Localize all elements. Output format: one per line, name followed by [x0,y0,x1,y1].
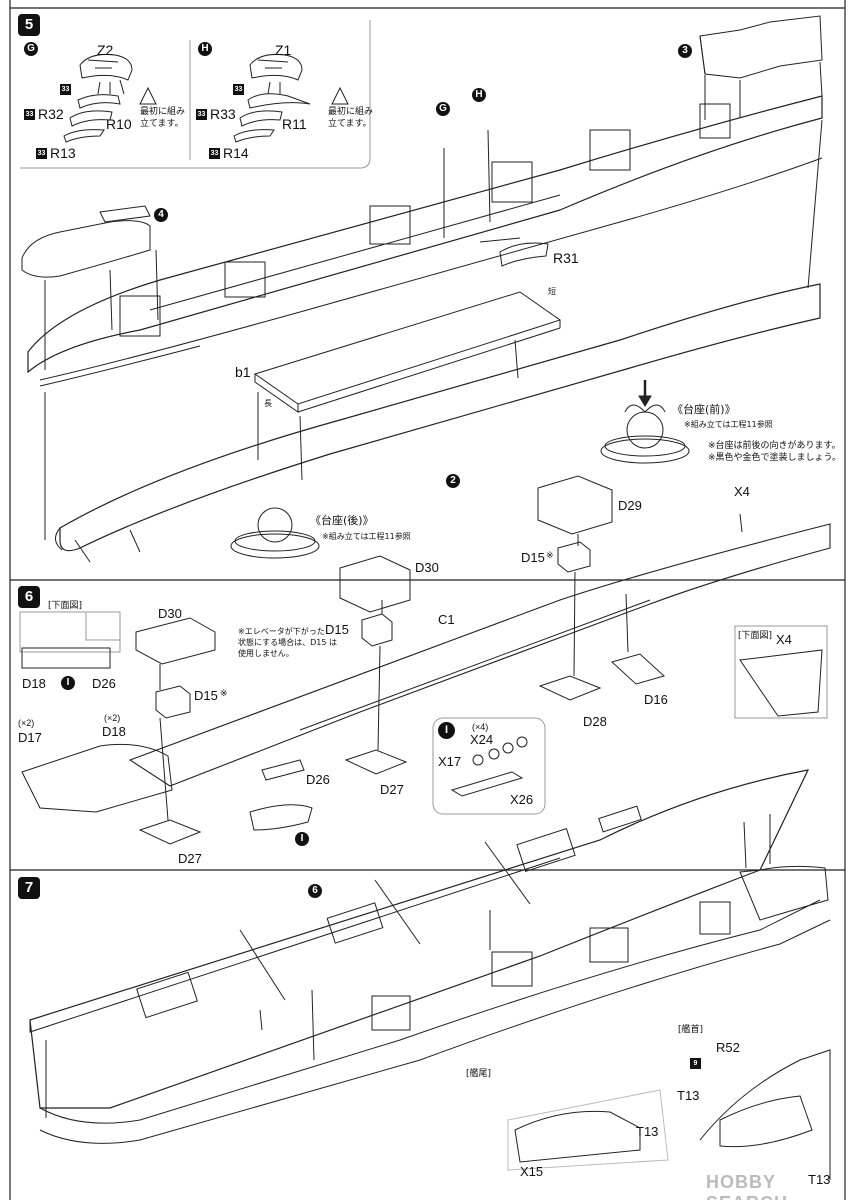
runner-33-badge: 33 [36,148,47,159]
part-b1: b1 [235,364,251,380]
watermark-logo: HOBBY SEARCH [706,1172,787,1200]
part-c1: C1 [438,612,455,627]
subassembly-i-tag: I [438,722,455,739]
step-number-7: 7 [18,877,40,899]
part-x4: X4 [776,632,792,647]
count-x4: (×4) [472,722,489,732]
stand-note-direction: ※台座は前後の向きがあります。 [708,441,841,451]
subassembly-i-tag: I [61,676,75,690]
short-side-mark: 短 [548,287,556,296]
stand-rear-note: ※組み立ては工程11参照 [322,532,411,541]
subassembly-h-tag: H [198,42,212,56]
stern-label: [艦尾] [466,1069,492,1079]
asterisk-mark: ※ [546,550,554,560]
part-r11: R11 [282,116,307,132]
part-t13: T13 [677,1088,700,1103]
subassembly-g-tag: G [24,42,38,56]
assemble-first-note: 最初に組み 立てます。 [140,107,186,129]
ref-step-2: 2 [446,474,460,488]
part-z1: Z1 [275,42,292,58]
part-t13: T13 [808,1172,831,1187]
runner-33-badge: 33 [60,84,71,95]
subassembly-h-tag: H [472,88,486,102]
ref-step-4: 4 [154,208,168,222]
part-d27: D27 [178,851,202,866]
part-r31: R31 [553,250,579,266]
part-r52: R52 [716,1040,740,1055]
stand-front-title: 《台座(前)》 [672,403,736,416]
count-x2: (×2) [104,713,121,723]
part-r13: R13 [50,145,76,161]
part-x17: X17 [438,754,462,769]
part-d26: D26 [92,676,116,691]
part-d18: D18 [22,676,46,691]
part-d15: D15 [194,688,218,703]
ref-step-6: 6 [308,884,322,898]
elevator-note: ※エレベータが下がった 状態にする場合は、D15 は 使用しません。 [238,627,337,658]
part-x4: X4 [734,484,750,499]
part-d16: D16 [644,692,668,707]
runner-33-badge: 33 [196,109,207,120]
stand-front-note: ※組み立ては工程11参照 [684,420,773,429]
part-x15: X15 [520,1164,544,1179]
stand-rear-title: 《台座(後)》 [310,514,374,527]
runner-33-badge: 33 [233,84,244,95]
part-d26: D26 [306,772,330,787]
runner-9-badge: 9 [690,1058,701,1069]
long-side-mark: 長 [264,399,272,408]
count-x2: (×2) [18,718,35,728]
part-x26: X26 [510,792,534,807]
part-d15: D15 [325,622,349,637]
runner-33-badge: 33 [209,148,220,159]
part-r32: R32 [38,106,64,122]
part-r14: R14 [223,145,249,161]
part-t13: T13 [636,1124,659,1139]
part-z2: Z2 [97,42,114,58]
step-number-5: 5 [18,14,40,36]
asterisk-mark: ※ [220,688,228,698]
part-x24: X24 [470,732,494,747]
part-r10: R10 [106,116,132,132]
part-d29: D29 [618,498,642,513]
part-d27: D27 [380,782,404,797]
bow-label: [艦首] [678,1025,704,1035]
subassembly-i-tag: I [295,832,309,846]
stand-note-paint: ※黒色や金色で塗装しましょう。 [708,453,842,463]
part-d30: D30 [415,560,439,575]
runner-33-badge: 33 [24,109,35,120]
part-r33: R33 [210,106,236,122]
subassembly-g-tag: G [436,102,450,116]
part-d15: D15 [521,550,545,565]
part-d18: D18 [102,724,126,739]
part-d30: D30 [158,606,182,621]
bottom-view-label: [下面図] [738,631,773,641]
assemble-first-note: 最初に組み 立てます。 [328,107,374,129]
part-d17: D17 [18,730,42,745]
bottom-view-label: [下面図] [48,601,83,611]
step-number-6: 6 [18,586,40,608]
part-d28: D28 [583,714,607,729]
ref-step-3: 3 [678,44,692,58]
